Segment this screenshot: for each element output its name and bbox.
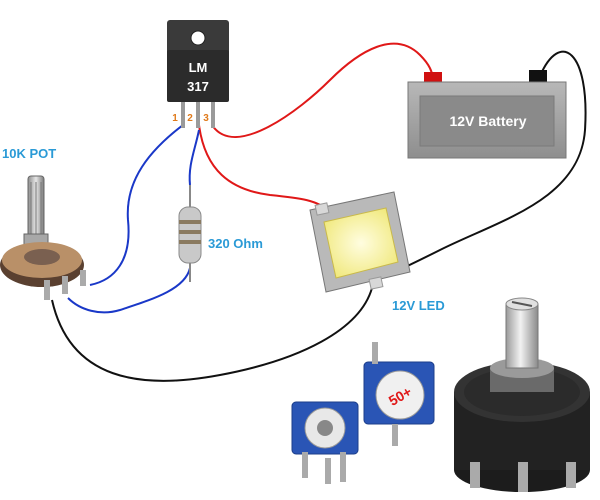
trimmer-pot-left: [291, 401, 359, 484]
pot-label: 10K POT: [2, 146, 56, 161]
battery-label: 12V Battery: [449, 113, 526, 129]
led-label: 12V LED: [392, 298, 445, 313]
pin-number-3: 3: [203, 113, 209, 124]
resistor-label: 320 Ohm: [208, 236, 263, 251]
regulator-line1: LM: [189, 60, 208, 75]
wires: [51, 42, 587, 382]
pin-number-1: 1: [172, 113, 178, 124]
regulator-line2: 317: [187, 79, 209, 94]
led-module: [309, 191, 411, 293]
blue-wire-resistor-to-pot: [67, 267, 191, 314]
black-wire-battery-to-led: [381, 50, 587, 279]
lm317-regulator: LM 317 1 2 3: [167, 20, 229, 128]
red-wire-regulator-to-battery: [211, 42, 434, 138]
black-wire-led-to-pot: [51, 287, 373, 382]
resistor-320-ohm: [178, 185, 202, 282]
red-wire-regulator-to-led: [198, 124, 331, 213]
pin-number-2: 2: [187, 113, 193, 124]
battery: 12V Battery: [407, 70, 567, 159]
pot-10k: [0, 175, 86, 300]
trimmer-pot-right: 50+: [363, 342, 435, 446]
large-potentiometer: [454, 297, 590, 492]
blue-wire-pin1-to-pot: [89, 124, 184, 286]
blue-wire-pin2-to-resistor: [188, 129, 200, 186]
